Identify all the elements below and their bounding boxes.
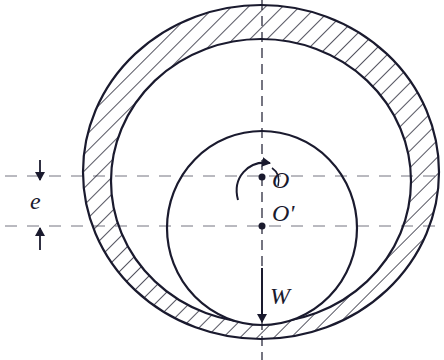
load-arrow bbox=[261, 268, 263, 322]
dimension-arrow bbox=[39, 228, 41, 250]
load-label: W bbox=[270, 284, 290, 308]
center-dot bbox=[259, 223, 266, 230]
center-dot bbox=[259, 174, 266, 181]
rotation-arrow bbox=[237, 163, 270, 200]
center-label: O' bbox=[272, 201, 294, 225]
dimension-arrow bbox=[39, 160, 41, 180]
bearing-housing bbox=[83, 5, 439, 339]
center-label: O bbox=[272, 168, 289, 192]
center-line bbox=[5, 176, 440, 177]
center-line bbox=[5, 226, 440, 227]
eccentricity-label: e bbox=[30, 189, 41, 213]
